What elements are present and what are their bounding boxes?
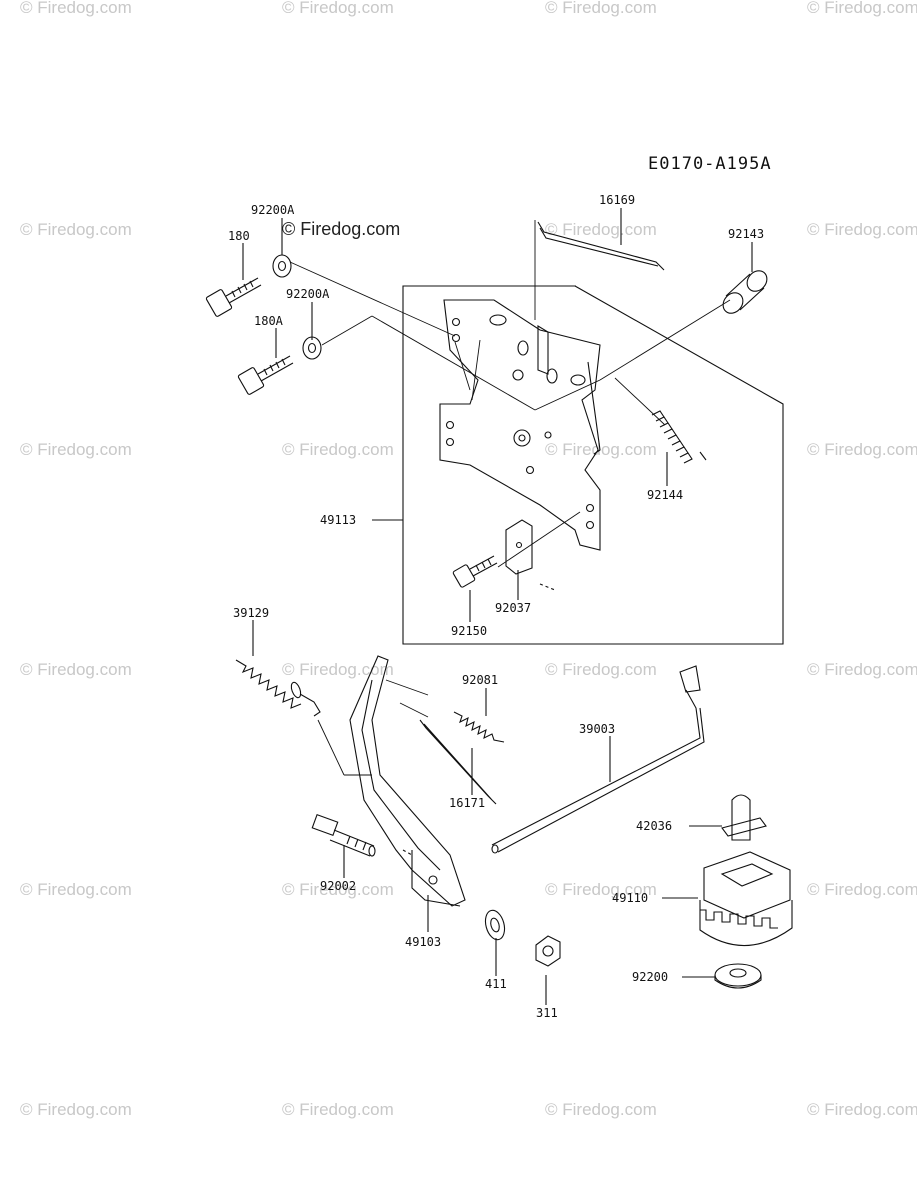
watermark: © Firedog.com: [807, 220, 917, 239]
watermark: © Firedog.com: [20, 440, 132, 459]
part-label-92200A-upper: 92200A: [251, 203, 295, 217]
watermark: © Firedog.com: [545, 880, 657, 899]
part-label-180: 180: [228, 229, 250, 243]
watermark: © Firedog.com: [807, 440, 917, 459]
part-label-49103: 49103: [405, 935, 442, 949]
watermark: © Firedog.com: [20, 1100, 132, 1119]
watermark: © Firedog.com: [282, 660, 394, 679]
washer-92200A-upper: [272, 254, 292, 278]
dashed-connector: [402, 583, 556, 856]
gear-49110: [699, 851, 793, 947]
control-plate: [439, 299, 601, 551]
watermark: © Firedog.com: [807, 0, 917, 17]
spring-92144: [651, 410, 707, 464]
part-label-92037: 92037: [495, 601, 532, 615]
assembly-outline: [402, 285, 784, 645]
brand-mark: © Firedog.com: [282, 219, 401, 239]
part-label-92150: 92150: [451, 624, 488, 638]
watermark: © Firedog.com: [545, 1100, 657, 1119]
part-label-49113: 49113: [320, 513, 357, 527]
alignment-lines: [289, 220, 731, 776]
part-label-311: 311: [536, 1006, 558, 1020]
part-label-39129: 39129: [233, 606, 270, 620]
watermark: © Firedog.com: [282, 1100, 394, 1119]
part-label-92200A-lower: 92200A: [286, 287, 330, 301]
bolt-180A: [237, 355, 294, 395]
part-label-411: 411: [485, 977, 507, 991]
watermark: © Firedog.com: [545, 0, 657, 17]
spring-39129: [235, 659, 321, 717]
watermark: © Firedog.com: [20, 880, 132, 899]
watermark: © Firedog.com: [20, 220, 132, 239]
governor-shaft-39003: [491, 665, 705, 854]
washer-92200: [714, 963, 762, 989]
link-rod-16171: [419, 719, 497, 805]
link-rod-16169: [537, 221, 665, 271]
part-label-92081: 92081: [462, 673, 499, 687]
part-label-180A: 180A: [254, 314, 283, 328]
bolt-180: [205, 277, 262, 317]
part-label-92200: 92200: [632, 970, 669, 984]
watermark: © Firedog.com: [545, 220, 657, 239]
watermark: © Firedog.com: [20, 660, 132, 679]
watermark: © Firedog.com: [282, 0, 394, 17]
watermark: © Firedog.com: [807, 660, 917, 679]
pin-42036: [721, 794, 767, 841]
watermark: © Firedog.com: [545, 660, 657, 679]
part-label-39003: 39003: [579, 722, 616, 736]
drawing-code: E0170-A195A: [648, 154, 772, 174]
watermark: © Firedog.com: [282, 440, 394, 459]
watermark: © Firedog.com: [282, 880, 394, 899]
bolt-92002: [311, 813, 376, 857]
governor-lever-49103: [349, 655, 466, 907]
watermark: © Firedog.com: [20, 0, 132, 17]
part-label-42036: 42036: [636, 819, 673, 833]
collar-92143: [722, 270, 768, 314]
part-label-16169: 16169: [599, 193, 636, 207]
leader-lines: [242, 208, 753, 1005]
part-label-49110: 49110: [612, 891, 649, 905]
spring-92081: [453, 711, 505, 743]
watermark: © Firedog.com: [545, 440, 657, 459]
part-label-92144: 92144: [647, 488, 684, 502]
washer-92200A-lower: [302, 336, 322, 360]
part-label-92002: 92002: [320, 879, 357, 893]
watermark: © Firedog.com: [807, 1100, 917, 1119]
watermark: © Firedog.com: [807, 880, 917, 899]
bolt-92150: [452, 555, 498, 588]
bracket-92037: [505, 519, 533, 575]
part-label-92143: 92143: [728, 227, 765, 241]
nut-311: [535, 935, 561, 967]
part-label-16171: 16171: [449, 796, 486, 810]
washer-411: [484, 909, 506, 941]
